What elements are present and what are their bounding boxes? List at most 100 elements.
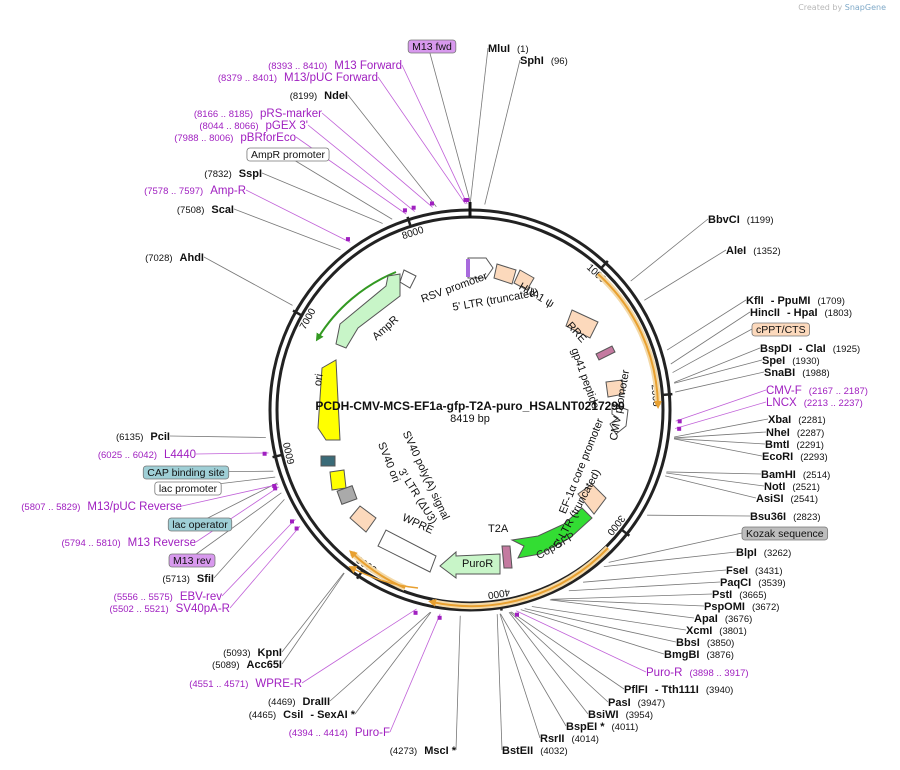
feature-tag-18: cPPT/CTS [751,322,810,337]
label-name: PspOMI [704,601,745,613]
label-name: pGEX 3' [266,120,308,132]
label-pos: (7832) [204,169,231,180]
feature-label-ori: ori [312,373,326,387]
primer-label-22: CMV-F(2167 .. 2187) [766,385,868,397]
primer-site-mark [273,486,278,491]
leader-line [281,572,345,653]
feature-tag-text: M13 rev [173,555,212,567]
label-pos: (3801) [719,626,746,637]
leader-line [500,613,567,727]
primer-site-mark [411,205,416,210]
primer-label-50: (4394 .. 4414)Puro-F [289,727,390,739]
primer-label-7: (8044 .. 8066)pGEX 3' [199,120,308,132]
feature-cppt [605,379,625,398]
enzyme-label-49: (4273)MscI * [390,745,457,757]
label-name: EcoRI [762,451,793,463]
primer-label-56: (5502 .. 5521)SV40pA-R [110,603,231,615]
label-name: NdeI [324,90,348,102]
leader-line [583,569,727,583]
primer-site-mark [515,612,520,617]
enzyme-label-66: (6135)PciI [116,431,170,443]
label-pos: (3431) [755,566,782,577]
label-name: ScaI [211,204,234,216]
label-pos: (4014) [571,734,598,745]
enzyme-label-26: BmtI(2291) [765,439,824,451]
feature-ef1a [577,483,607,515]
label-pos: (5093) [223,648,250,659]
feature-tag-text: CAP binding site [147,467,225,479]
feature-tag-text: lac operator [172,519,228,531]
label-pos: (3850) [707,638,734,649]
label-name: KflI [746,295,764,307]
label-pos: (1199) [747,215,774,226]
leader-line [307,124,415,212]
label-pos: (4273) [390,746,417,757]
enzyme-label-58: (5713)SfiI [162,573,214,585]
label-name: M13 Forward [334,60,402,72]
label-name2: - HpaI [787,307,818,319]
feature-ampr [335,273,401,349]
enzyme-label-37: PspOMI (3672) [704,601,779,613]
feature-hiv-psi-2 [513,269,535,291]
label-pos: (6135) [116,432,143,443]
feature-tag-box [407,39,457,54]
tick-label: 3000 [604,513,627,538]
leader-line [670,311,751,365]
enzyme-label-25: NheI(2287) [766,427,824,439]
label-name: AsiSI [756,493,784,505]
label-name: RsrII [540,733,564,745]
leader-line [644,249,727,301]
primer-label-6: (8166 .. 8185)pRS-marker [194,108,322,120]
feature-copgfp [510,507,593,559]
label-name: pRS-marker [260,108,322,120]
leader-line [283,153,393,220]
leader-line [508,612,589,715]
label-name: BsiWI [588,709,619,721]
label-range: (2213 .. 2237) [804,398,863,409]
enzyme-label-5: (8199)NdeI [290,90,348,102]
label-range: (8379 .. 8401) [218,73,277,84]
leader-line [455,615,461,751]
feature-tag-32: Kozak sequence [741,526,829,541]
enzyme-label-29: NotI(2521) [764,481,820,493]
tick-mark [663,392,673,397]
label-name: Bsu36I [750,511,786,523]
label-pos: (3672) [752,602,779,613]
primer-site-mark [345,237,350,242]
label-pos: (4011) [612,722,639,733]
leader-line [354,612,432,715]
label-range: (4551 .. 4571) [189,679,248,690]
label-pos: (1930) [792,356,819,367]
label-name: SspI [239,168,262,180]
label-name: KpnI [258,647,282,659]
enzyme-label-51: (4465)CsiI- SexAI * [249,709,356,721]
enzyme-label-19: BspDI- ClaI(1925) [760,343,860,355]
leader-line [499,613,541,739]
label-pos: (4032) [540,746,567,757]
leader-line [347,94,437,208]
direction-arc-cw-right-core [597,273,662,409]
leader-line [169,435,266,438]
enzyme-label-28: BamHI(2514) [761,469,830,481]
tick-label: 6000 [282,441,298,466]
label-name: PaqCI [720,577,751,589]
leader-line [510,611,625,690]
label-name: WPRE-R [255,678,302,690]
label-range: (6025 .. 6042) [98,450,157,461]
label-name: BstEII [502,745,533,757]
label-name: BspDI [760,343,792,355]
label-name: Acc65I [247,659,282,671]
leader-line [261,172,383,224]
enzyme-label-34: FseI(3431) [726,565,782,577]
label-name: PflFI [624,684,648,696]
label-name: Puro-R [646,667,682,679]
label-pos: (2521) [792,482,819,493]
label-pos: (7508) [177,205,204,216]
feature-tag-box [168,553,216,568]
feature-shapes [317,257,629,579]
primer-label-11: (7578 .. 7597)Amp-R [144,185,246,197]
direction-arc-ccw-left [348,566,419,589]
enzyme-label-41: BmgBI(3876) [664,649,734,661]
